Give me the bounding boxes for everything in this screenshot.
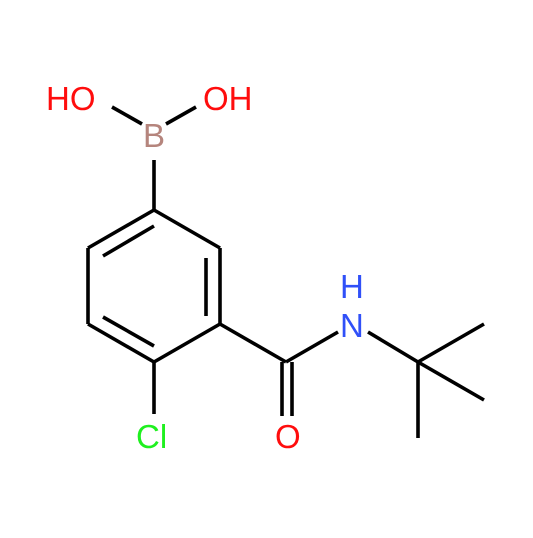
bond-c3-c4: [153, 322, 221, 364]
bond-c3-carbonyl: [219, 322, 287, 364]
atom-label-nh-n: N: [340, 307, 364, 344]
bond-n-cq: [367, 330, 419, 364]
bond-b-oh-left: [111, 105, 143, 126]
atom-label-cl: Cl: [136, 418, 167, 455]
bond-c4-c5: [87, 322, 155, 364]
bond-cq-me-right: [417, 360, 485, 402]
bond-c1-c2: [153, 208, 221, 250]
double-bond-c6-c1: [102, 224, 155, 258]
benzene-ring: [86, 208, 222, 364]
bond-b-oh-right: [165, 105, 197, 126]
bond-c6-c1: [87, 208, 155, 250]
bond-carbonyl-n: [285, 330, 339, 364]
tert-butyl-group: [367, 322, 485, 438]
bond-cq-me-top: [417, 322, 485, 364]
atom-label-nh-h: H: [340, 268, 364, 305]
atom-label-ho: HO: [46, 80, 96, 117]
amide-group: [219, 322, 339, 416]
double-bond-c4-c5: [102, 315, 155, 348]
atom-label-o: O: [275, 418, 301, 455]
atom-label-b: B: [143, 117, 165, 154]
atom-label-oh: OH: [203, 80, 253, 117]
boronic-acid-group: [111, 105, 197, 210]
